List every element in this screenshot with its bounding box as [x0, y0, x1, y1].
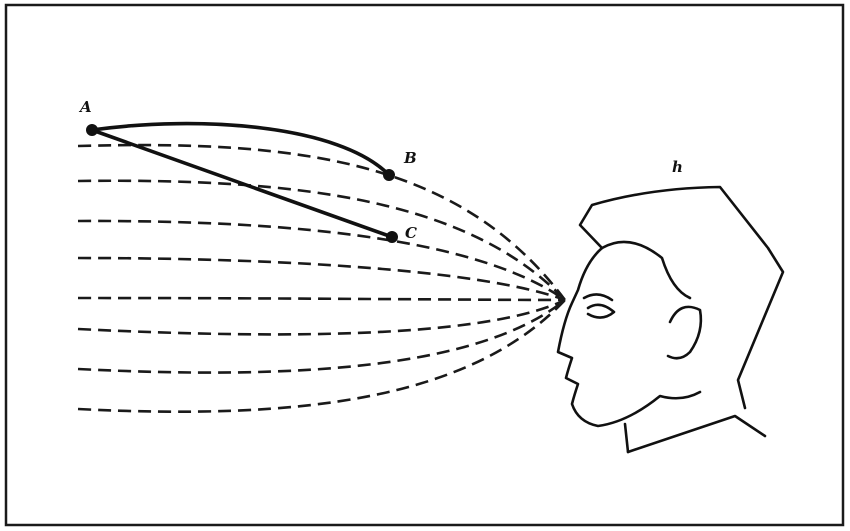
sight-line-2 — [77, 179, 566, 301]
line-a-to-c — [90, 128, 394, 239]
eye — [586, 303, 616, 319]
sight-line-4 — [77, 256, 566, 302]
figure-frame — [4, 3, 845, 527]
label-b: B — [403, 149, 417, 167]
sight-line-8 — [77, 299, 566, 413]
point-a — [86, 124, 98, 136]
observer-head — [556, 185, 785, 454]
face-profile — [556, 246, 702, 428]
neck — [623, 422, 630, 454]
label-observer: h — [672, 158, 683, 176]
sight-line-3 — [77, 219, 566, 302]
label-c: C — [405, 224, 417, 242]
head-outline — [578, 185, 785, 410]
hairline — [600, 240, 692, 300]
curve-a-to-b — [90, 121, 391, 177]
point-b — [383, 169, 395, 181]
point-c — [386, 231, 398, 243]
sight-line-7 — [77, 298, 566, 374]
ear — [666, 305, 703, 360]
collar — [626, 414, 767, 454]
sight-line-6 — [77, 298, 566, 336]
eyebrow — [582, 293, 614, 302]
sight-lines — [77, 143, 567, 413]
sight-line-1 — [77, 143, 567, 301]
sight-line-5 — [77, 296, 566, 302]
label-a: A — [78, 98, 92, 116]
